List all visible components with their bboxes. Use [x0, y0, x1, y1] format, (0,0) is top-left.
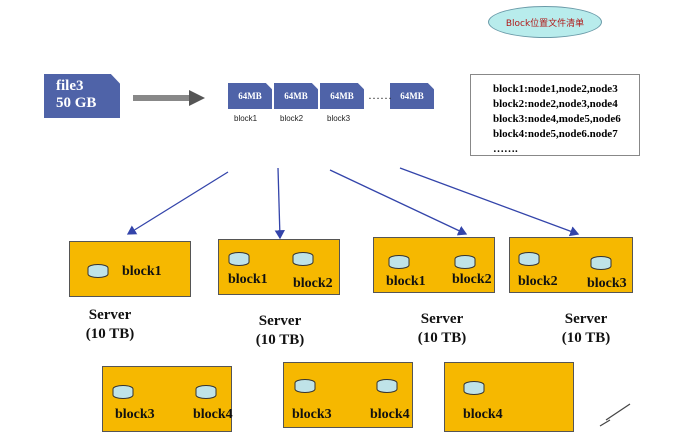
location-entry: block4:node5,node6.node7: [493, 128, 618, 140]
arrow-to-server-2: [274, 167, 285, 240]
block-name: block1: [228, 272, 268, 287]
disk-icon: [590, 256, 612, 270]
server-box-2: block1 block2: [218, 239, 340, 295]
split-arrow: [133, 90, 205, 106]
block-name: block4: [463, 407, 503, 422]
block-name: block4: [370, 407, 410, 422]
location-entry: block2:node2,node3,node4: [493, 98, 618, 110]
server-box-6: block3 block4: [283, 362, 413, 428]
disk-icon: [112, 385, 134, 399]
block-name: block2: [452, 272, 492, 287]
server-label-1: Server (10 TB): [85, 307, 135, 342]
server-box-1: block1: [69, 241, 191, 297]
block-name: block4: [193, 407, 233, 422]
server-box-4: block2 block3: [509, 237, 633, 293]
disk-icon: [518, 252, 540, 266]
block-name: block1: [122, 264, 162, 279]
disk-icon: [376, 379, 398, 393]
file-size: 50 GB: [56, 95, 97, 111]
server-label-4: Server (10 TB): [561, 311, 611, 346]
server-box-3: block1 block2: [373, 237, 495, 293]
arrow-to-server-3: [329, 169, 468, 236]
server-box-7: block4: [444, 362, 574, 432]
disk-icon: [228, 252, 250, 266]
arrow-to-server-1: [126, 171, 229, 235]
disk-icon: [388, 255, 410, 269]
block-name: block3: [115, 407, 155, 422]
block-location-list: block1:node1,node2,node3 block2:node2,no…: [470, 74, 640, 156]
file-icon: file3 50 GB: [44, 74, 120, 118]
disk-icon: [454, 255, 476, 269]
block-label-2: block2: [280, 114, 304, 123]
disk-icon: [195, 385, 217, 399]
block-chunk-1: 64MB: [228, 83, 272, 109]
server-label-3: Server (10 TB): [417, 311, 467, 346]
server-label-2: Server (10 TB): [255, 313, 305, 348]
location-entry: block1:node1,node2,node3: [493, 83, 618, 95]
block-ellipsis: ……: [368, 88, 392, 102]
location-entry: …….: [493, 143, 518, 155]
location-list-bubble: Block位置文件清单: [488, 6, 602, 38]
block-name: block3: [587, 276, 627, 291]
block-chunk-2: 64MB: [274, 83, 318, 109]
disk-icon: [463, 381, 485, 395]
location-entry: block3:node4,mode5,node6: [493, 113, 621, 125]
block-name: block1: [386, 274, 426, 289]
block-chunk-4: 64MB: [390, 83, 434, 109]
block-name: block3: [292, 407, 332, 422]
block-chunk-3: 64MB: [320, 83, 364, 109]
file-name: file3: [56, 78, 84, 94]
disk-icon: [294, 379, 316, 393]
corner-mark: [599, 403, 631, 427]
block-name: block2: [293, 276, 333, 291]
arrow-to-server-4: [399, 167, 580, 237]
disk-icon: [87, 264, 109, 278]
server-box-5: block3 block4: [102, 366, 233, 432]
block-name: block2: [518, 274, 558, 289]
block-label-1: block1: [234, 114, 258, 123]
block-label-3: block3: [327, 114, 351, 123]
disk-icon: [292, 252, 314, 266]
